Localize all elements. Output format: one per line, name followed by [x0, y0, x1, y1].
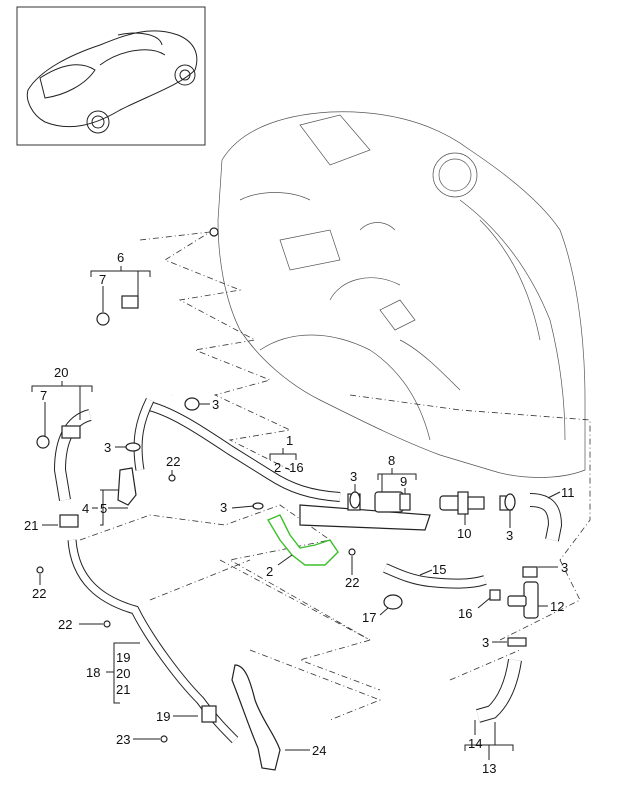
- leaders: [31, 266, 561, 760]
- callout-12: 12: [550, 599, 564, 614]
- callout-5: 5: [100, 501, 107, 516]
- callout-20: 20: [54, 365, 68, 380]
- callout-22b: 22: [32, 586, 46, 601]
- hose-20: [36, 409, 92, 501]
- hose-4: [117, 467, 137, 506]
- clamps-3: [125, 397, 516, 511]
- callout-3b: 3: [104, 440, 111, 455]
- callout-9: 9: [400, 474, 407, 489]
- callout-15: 15: [432, 562, 446, 577]
- callout-22c: 22: [58, 617, 72, 632]
- callout-4: 4: [82, 501, 89, 516]
- callout-3e: 3: [506, 528, 513, 543]
- callout-13: 13: [482, 761, 496, 776]
- callout-18-sub1: 19: [116, 650, 130, 665]
- bracket-24: [231, 664, 281, 771]
- callout-22a: 22: [166, 454, 180, 469]
- callout-19: 19: [156, 709, 170, 724]
- callout-7a: 7: [99, 272, 106, 287]
- hose-15: [383, 563, 501, 610]
- callout-18-sub3: 21: [116, 682, 130, 697]
- callout-23: 23: [116, 732, 130, 747]
- callout-18-sub2: 20: [116, 666, 130, 681]
- callout-17: 17: [362, 610, 376, 625]
- callout-1: 1: [286, 433, 293, 448]
- hose-13: [476, 637, 527, 723]
- hose-11: [529, 493, 563, 542]
- callout-6: 6: [117, 250, 124, 265]
- bolts-22: [36, 227, 356, 743]
- callout-3g: 3: [482, 635, 489, 650]
- engine-block: [217, 111, 586, 478]
- hose-2-highlighted: [266, 514, 339, 566]
- callout-8: 8: [388, 453, 395, 468]
- callout-18: 18: [86, 665, 100, 680]
- callout-3a: 3: [212, 397, 219, 412]
- t-piece-12: [507, 566, 539, 619]
- callout-24: 24: [312, 743, 326, 758]
- callout-16: 16: [458, 606, 472, 621]
- callout-2: 2: [266, 564, 273, 579]
- callout-14: 14: [468, 736, 482, 751]
- callout-3c: 3: [220, 500, 227, 515]
- callout-10: 10: [457, 526, 471, 541]
- callout-3d: 3: [350, 469, 357, 484]
- callout-labels: 6 7 20 7 3 3 22 4 5 21 22 22 18 19 20 21…: [24, 250, 575, 776]
- callout-11: 11: [561, 485, 575, 500]
- callout-21: 21: [24, 518, 38, 533]
- pipe-18: [59, 514, 239, 744]
- callout-1-range: 2 -16: [274, 460, 304, 475]
- vehicle-thumbnail: [16, 6, 206, 146]
- hose-6: [96, 294, 175, 399]
- callout-7b: 7: [40, 388, 47, 403]
- callout-3f: 3: [561, 560, 568, 575]
- callout-22d: 22: [345, 575, 359, 590]
